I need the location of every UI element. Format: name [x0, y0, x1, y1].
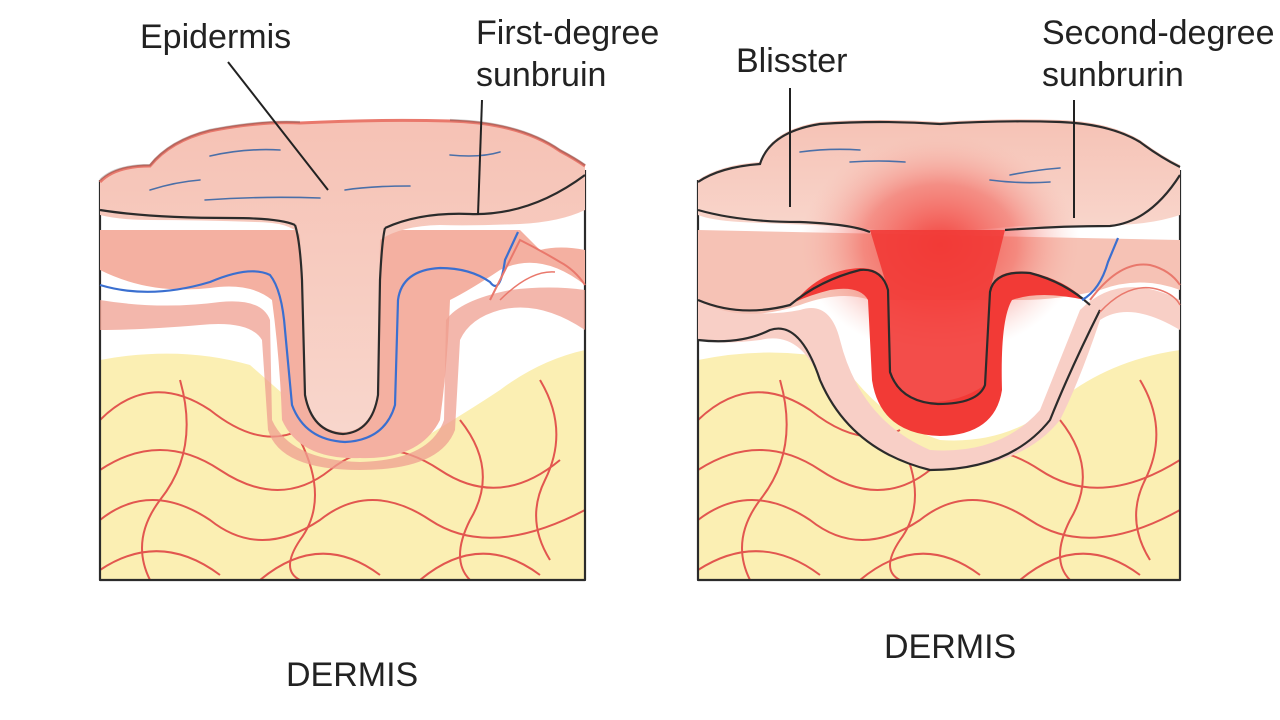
epidermis-leader-line — [227, 61, 329, 191]
second-degree-label-line2: sunbrurin — [1042, 56, 1184, 94]
blister-label: Blisster — [736, 42, 847, 80]
epidermis-label: Epidermis — [140, 18, 291, 56]
second-degree-figure: Blisster Second-degree sunbrurin DERMIS — [696, 14, 1275, 666]
epidermis-layer — [98, 118, 586, 470]
first-degree-label-line2: sunbruin — [476, 56, 606, 94]
first-degree-leader-line — [477, 99, 483, 216]
first-degree-figure: Epidermis First-degree sunbruin DERMIS — [98, 14, 659, 694]
second-degree-label-line1: Second-degree — [1042, 14, 1275, 52]
dermis-label-left: DERMIS — [286, 656, 418, 694]
blister-epidermis-layer — [697, 119, 1181, 472]
dermis-label-right: DERMIS — [884, 628, 1016, 666]
first-degree-label-line1: First-degree — [476, 14, 659, 52]
